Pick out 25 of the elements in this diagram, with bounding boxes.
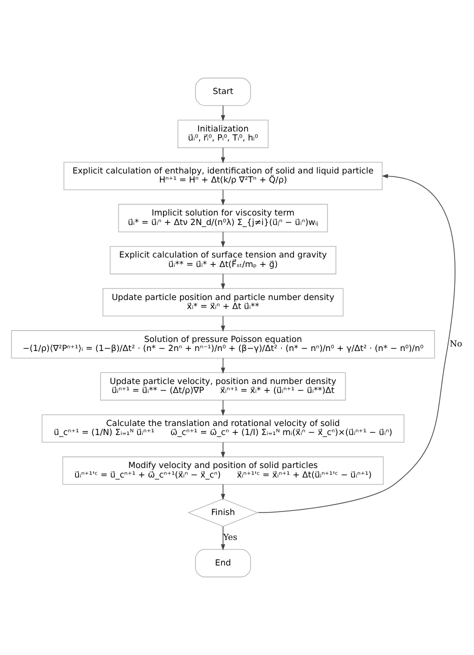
arrow	[220, 189, 226, 206]
node-box: End	[195, 549, 251, 578]
arrow	[220, 274, 226, 290]
arrow	[220, 484, 226, 500]
node-box: Start	[195, 78, 251, 106]
arrow	[220, 232, 226, 248]
node-box: Update particle velocity, position and number density u⃗ᵢⁿ⁺¹ = u⃗ᵢ** − (Δt/ρ)∇P x⃗ᵢⁿ⁺¹ = x⃗ᵢ* + (u⃗ᵢⁿ⁺¹ − u⃗ᵢ**)Δt	[100, 372, 346, 401]
node-box: Implicit solution for viscosity term u⃗ᵢ* = u⃗ᵢⁿ + Δtν 2N_d/(n⁰λ) Σ_{j≠i}(u⃗ⱼⁿ − u⃗ᵢⁿ)wᵢⱼ	[118, 204, 328, 232]
node-box: Initialization u⃗ᵢ⁰, r⃗ᵢ⁰, Pᵢ⁰, Tᵢ⁰, hᵢ⁰	[178, 120, 269, 148]
node-box: Explicit calculation of surface tension and gravity u⃗ᵢ** = u⃗ᵢ* + Δt(F⃗ₛₜ/mₚ + g⃗)	[110, 246, 336, 274]
arrow	[220, 147, 226, 164]
node-box: Explicit calculation of enthalpy, identification of solid and liquid particle Hⁿ⁺¹ = Hⁿ + Δt(k/ρ ∇²Tⁿ + Q̈/ρ)	[64, 162, 383, 190]
arrow	[220, 400, 226, 416]
node-box: Update particle position and particle number density x⃗ᵢ* = x⃗ᵢⁿ + Δt u⃗ᵢ**	[102, 288, 344, 316]
arrow	[220, 358, 226, 374]
node-diamond: Finish	[187, 498, 259, 527]
edge-label: No	[450, 338, 462, 348]
arrow	[220, 316, 226, 332]
arrow	[220, 105, 226, 122]
arrow	[220, 526, 226, 550]
arrow	[220, 442, 226, 458]
node-box: Modify velocity and position of solid particles u⃗ᵢⁿ⁺¹'ᶜ = u⃗_cⁿ⁺¹ + ω⃗_cⁿ⁺¹(x⃗ᵢⁿ − x⃗_cⁿ) x⃗ᵢⁿ⁺¹'ᶜ = x⃗ᵢⁿ⁺¹ + Δt(u⃗ᵢⁿ⁺¹'ᶜ − u⃗ᵢⁿ⁺¹)	[62, 456, 384, 485]
arrow	[258, 174, 456, 514]
node-box: Calculate the translation and rotational velocity of solid u⃗_cⁿ⁺¹ = (1/N) Σᵢ₌₁ᴺ u⃗ᵢⁿ⁺¹ ω⃗_cⁿ⁺¹ = ω⃗_cⁿ + (1/I) Σᵢ₌₁ᴺ mᵢ(x⃗ᵢⁿ − x⃗_cⁿ)×(u⃗ᵢⁿ⁺¹ − u⃗ᵢⁿ)	[42, 414, 404, 443]
node-box: Solution of pressure Poisson equation −(1/ρ)⟨∇²Pⁿ⁺¹⟩ᵢ = (1−β)/Δt² · (n* − 2nⁿ + nⁿ⁻¹)/n⁰ + (β−γ)/Δt² · (n* − nⁿ)/n⁰ + γ/Δt² · (n* − n⁰)/n⁰	[11, 330, 435, 358]
